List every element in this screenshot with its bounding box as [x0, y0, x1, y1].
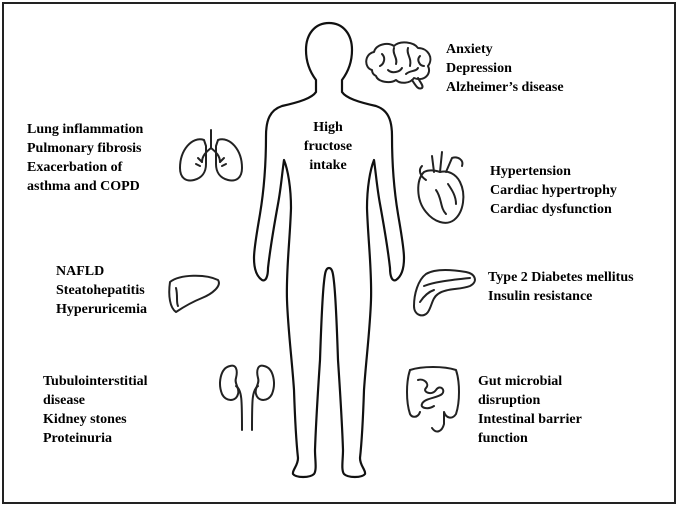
- lungs-effect: asthma and COPD: [27, 179, 140, 194]
- kidney-effect: disease: [43, 393, 85, 408]
- kidneys-icon: [219, 364, 275, 431]
- lungs-effect: Lung inflammation: [27, 122, 144, 137]
- brain-effect: Alzheimer’s disease: [446, 80, 564, 95]
- brain-icon: [365, 41, 432, 90]
- heart-effects-text: Hypertension Cardiac hypertrophy Cardiac…: [490, 162, 617, 219]
- kidney-effect: Proteinuria: [43, 431, 112, 446]
- heart-effect: Hypertension: [490, 164, 571, 179]
- lungs-effects-text: Lung inflammation Pulmonary fibrosis Exa…: [27, 120, 143, 196]
- pancreas-effects-text: Type 2 Diabetes mellitus Insulin resista…: [488, 268, 634, 306]
- center-label-line: High: [313, 120, 343, 135]
- brain-effect: Depression: [446, 61, 512, 76]
- liver-effect: Steatohepatitis: [56, 283, 145, 298]
- intestine-effects-text: Gut microbial disruption Intestinal barr…: [478, 372, 582, 448]
- intestine-icon: [406, 366, 460, 433]
- lungs-icon: [179, 129, 243, 182]
- lungs-effect: Exacerbation of: [27, 160, 123, 175]
- pancreas-effect: Insulin resistance: [488, 289, 593, 304]
- center-label-high-fructose-intake: High fructose intake: [292, 118, 364, 175]
- kidney-effects-text: Tubulointerstitial disease Kidney stones…: [43, 372, 148, 448]
- intestine-effect: disruption: [478, 393, 541, 408]
- brain-effect: Anxiety: [446, 42, 493, 57]
- brain-effects-text: Anxiety Depression Alzheimer’s disease: [446, 40, 564, 97]
- intestine-effect: function: [478, 431, 528, 446]
- liver-effect: NAFLD: [56, 264, 105, 279]
- pancreas-effect: Type 2 Diabetes mellitus: [488, 270, 634, 285]
- center-label-line: intake: [309, 158, 347, 173]
- pancreas-icon: [413, 269, 476, 317]
- lungs-effect: Pulmonary fibrosis: [27, 141, 142, 156]
- liver-icon: [168, 274, 220, 313]
- kidney-effect: Tubulointerstitial: [43, 374, 148, 389]
- intestine-effect: Gut microbial: [478, 374, 563, 389]
- kidney-effect: Kidney stones: [43, 412, 127, 427]
- intestine-effect: Intestinal barrier: [478, 412, 582, 427]
- liver-effects-text: NAFLD Steatohepatitis Hyperuricemia: [56, 262, 147, 319]
- liver-effect: Hyperuricemia: [56, 302, 147, 317]
- center-label-line: fructose: [303, 139, 353, 154]
- heart-effect: Cardiac dysfunction: [490, 202, 612, 217]
- heart-effect: Cardiac hypertrophy: [490, 183, 617, 198]
- heart-icon: [417, 151, 465, 224]
